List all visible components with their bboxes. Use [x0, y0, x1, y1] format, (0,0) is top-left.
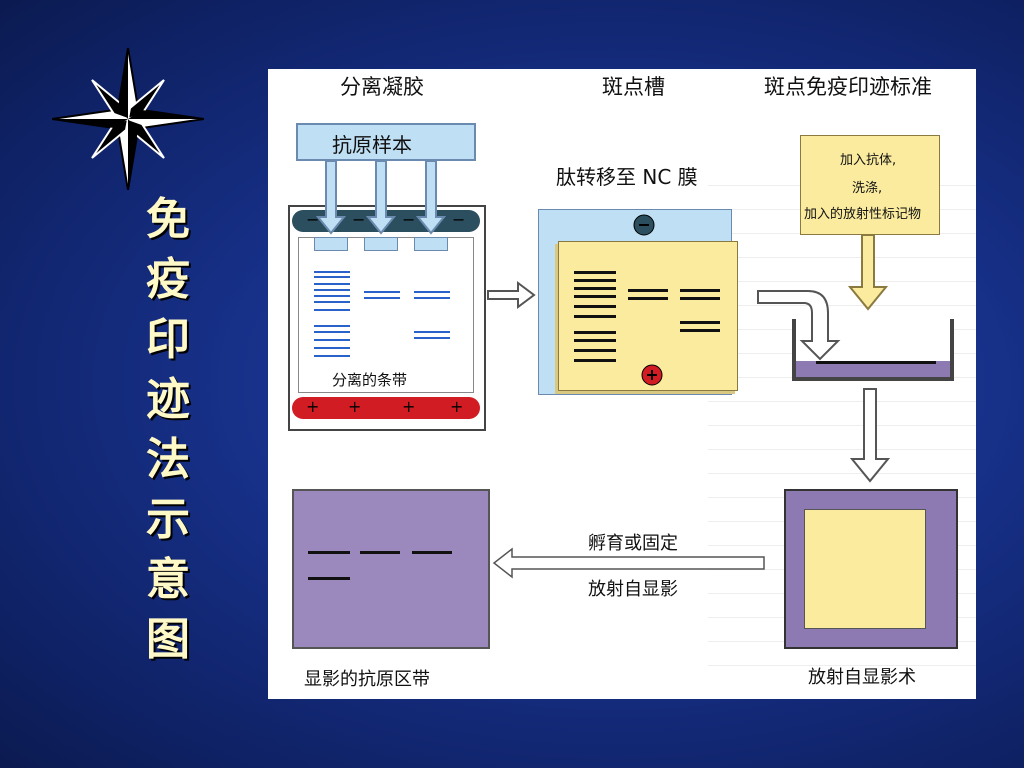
tray-liquid	[796, 361, 950, 377]
pos-sign: +	[348, 397, 362, 416]
sample-well	[364, 237, 398, 251]
arrow-to-tank	[487, 281, 536, 309]
antibody-step-box	[800, 135, 940, 235]
antibody-step-line: 加入的放射性标记物	[804, 207, 922, 222]
tray-membrane	[816, 361, 936, 364]
antibody-step-line: 洗涤,	[852, 181, 883, 196]
arrow-to-film	[849, 388, 891, 483]
sample-well	[314, 237, 348, 251]
title-char: 迹	[146, 374, 190, 425]
header-gel: 分离凝胶	[340, 75, 424, 99]
header-immunoblot-standard: 斑点免疫印迹标准	[764, 75, 932, 99]
slide-title: 免 疫 印 迹 法 示 意 图	[146, 190, 190, 670]
antibody-step-line: 加入抗体,	[840, 153, 897, 168]
pos-sign: +	[306, 397, 320, 416]
title-char: 法	[146, 434, 190, 485]
result-bands	[308, 551, 452, 580]
arrow-to-result	[492, 547, 765, 579]
autoradio-label: 放射自显影	[588, 579, 678, 600]
incubate-label: 孵育或固定	[588, 533, 678, 554]
visualized-bands-label: 显影的抗原区带	[304, 669, 430, 690]
title-char: 图	[146, 614, 190, 665]
separated-bands-label: 分离的条带	[332, 371, 408, 389]
title-char: 疫	[146, 254, 190, 305]
sample-well	[414, 237, 448, 251]
autoradiography-method-label: 放射自显影术	[808, 667, 916, 688]
neg-sign: −	[402, 210, 416, 229]
title-char: 示	[146, 494, 190, 545]
exposed-membrane	[804, 509, 926, 629]
diagram-panel: 分离凝胶 斑点槽 斑点免疫印迹标准 抗原样本 肽转移至 NC 膜 − − − −…	[268, 69, 976, 699]
diagram-graphics	[308, 160, 936, 580]
sample-arrows	[315, 160, 447, 235]
gel-bands	[314, 271, 450, 357]
arrow-antibody-to-tray	[847, 234, 889, 311]
transfer-label: 肽转移至 NC 膜	[556, 165, 698, 189]
pos-sign: +	[450, 397, 464, 416]
membrane-bands	[574, 271, 720, 362]
neg-sign: −	[352, 210, 366, 229]
compass-star-icon	[52, 48, 204, 190]
pos-sign: +	[402, 397, 416, 416]
neg-sign: −	[306, 210, 320, 229]
header-blot-tank: 斑点槽	[602, 75, 665, 99]
title-char: 印	[146, 314, 190, 365]
title-char: 意	[146, 554, 190, 605]
neg-sign: −	[452, 210, 466, 229]
arrow-to-tray	[757, 290, 841, 361]
developed-film	[292, 489, 490, 649]
title-char: 免	[146, 194, 190, 245]
positive-electrode	[292, 397, 480, 419]
separation-gel	[298, 237, 474, 393]
antigen-sample-label: 抗原样本	[332, 133, 412, 157]
